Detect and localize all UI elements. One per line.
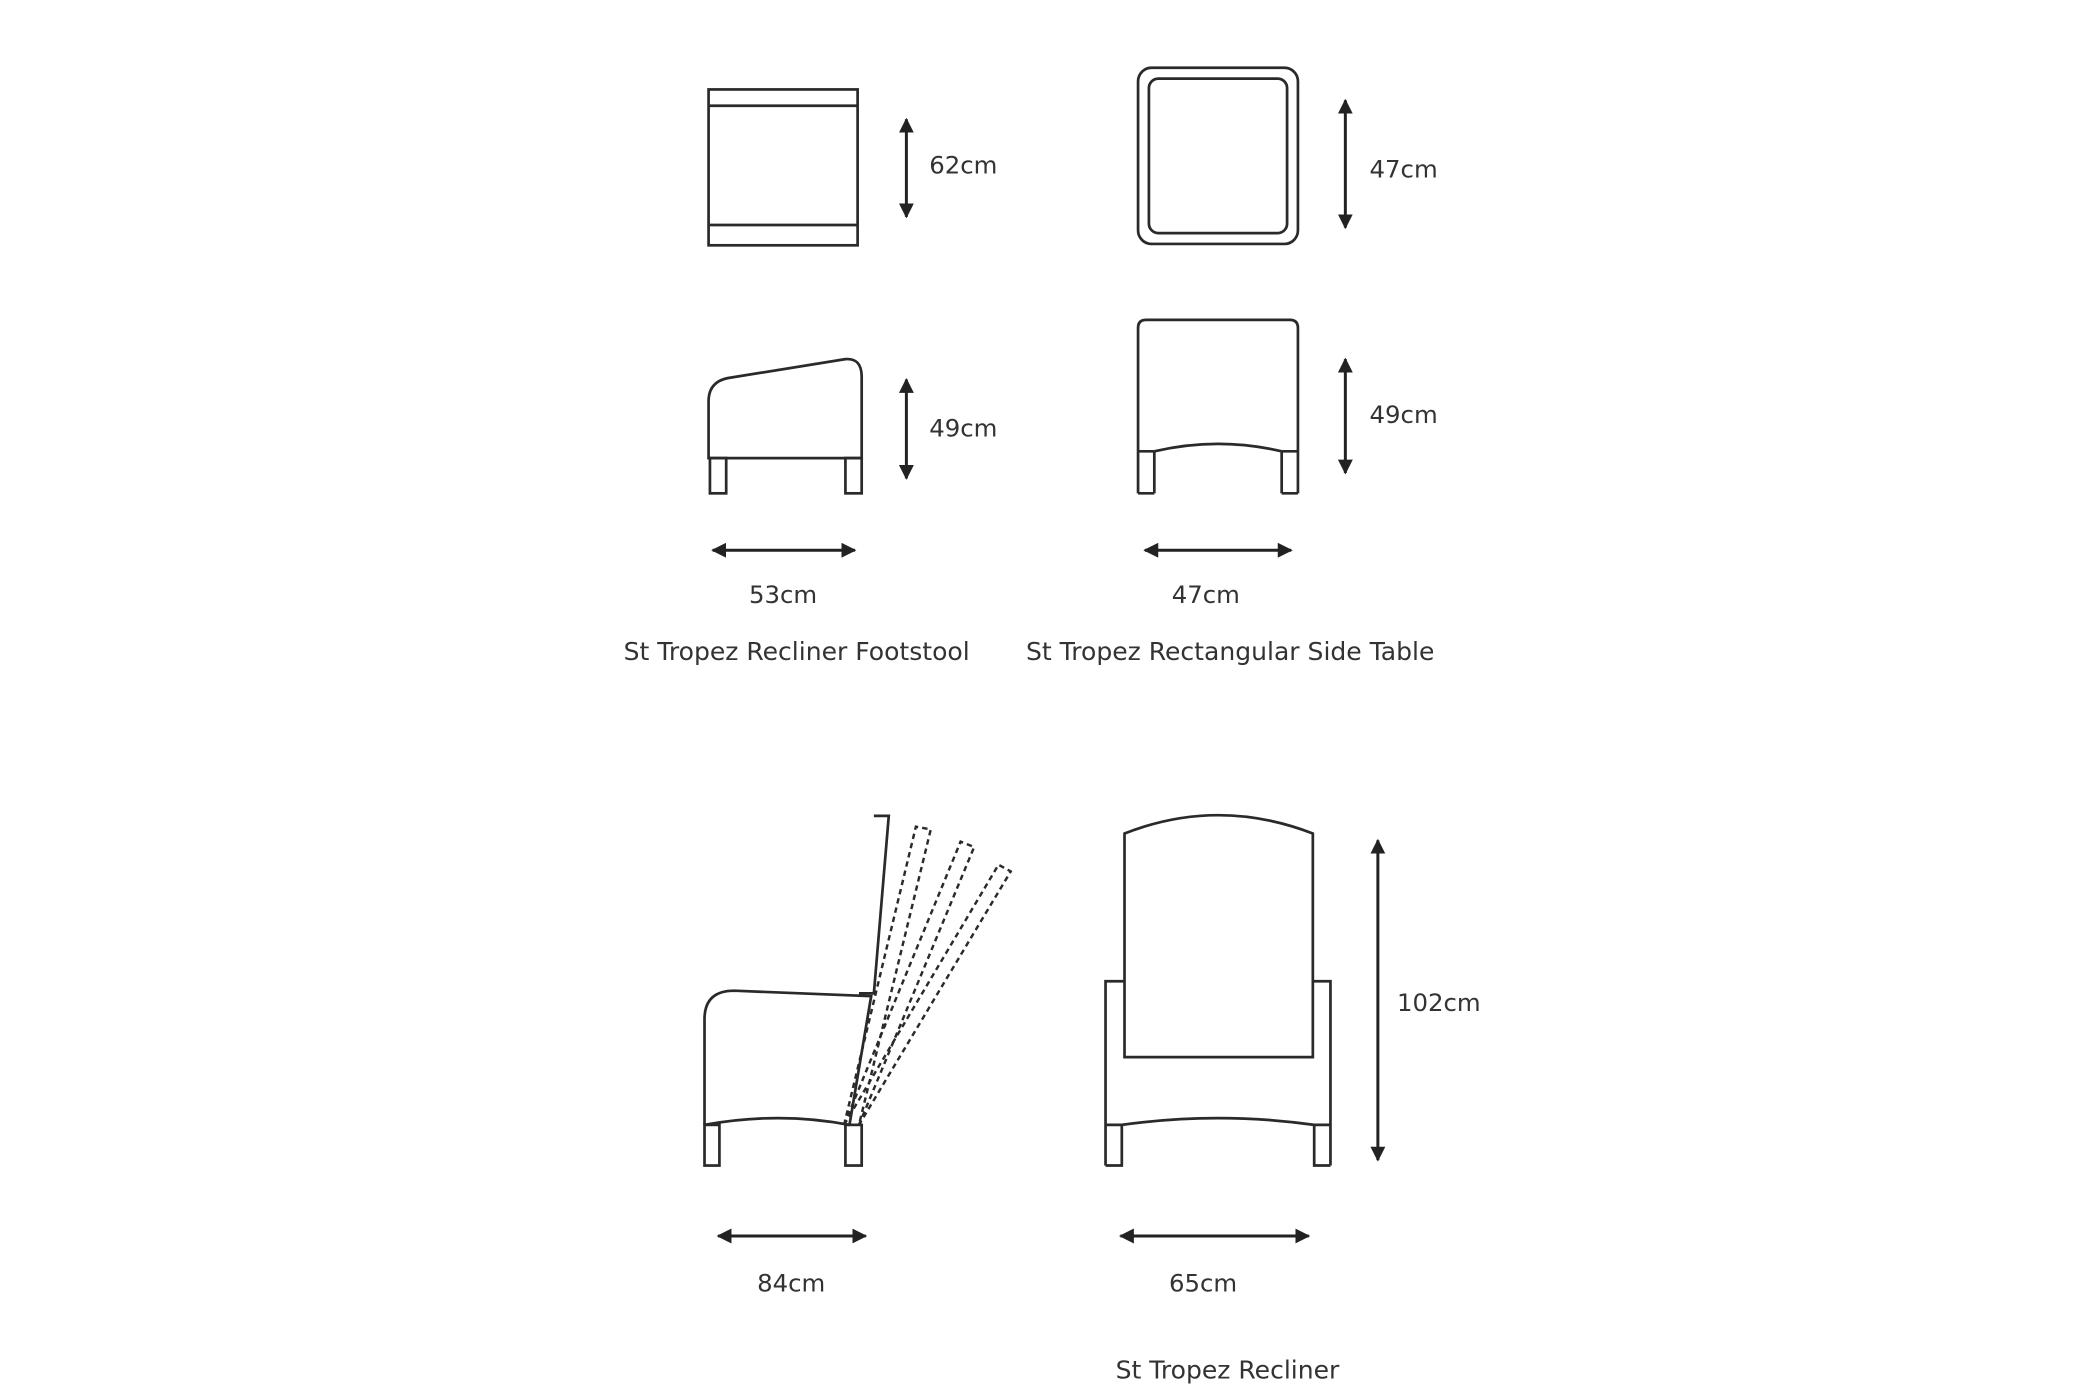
recliner-side-view <box>703 814 1013 1167</box>
recliner-height-label: 102cm <box>1397 988 1481 1017</box>
recliner-width-label: 65cm <box>1169 1269 1237 1298</box>
side-table-front-view <box>1136 318 1300 495</box>
side-table-depth-label: 47cm <box>1370 155 1438 184</box>
footstool-width-label: 53cm <box>749 580 817 609</box>
footstool-side-view <box>707 357 864 495</box>
reclined-backrest-positions <box>842 825 1013 1126</box>
side-table-width-label: 47cm <box>1172 580 1240 609</box>
side-table-caption: St Tropez Rectangular Side Table <box>1026 637 1434 666</box>
footstool-depth-label: 62cm <box>929 150 997 179</box>
recliner-front-view <box>1104 813 1332 1167</box>
side-table-height-label: 49cm <box>1370 400 1438 429</box>
footstool-caption: St Tropez Recliner Footstool <box>624 637 970 666</box>
side-table-top-view <box>1136 66 1300 246</box>
recliner-caption: St Tropez Recliner <box>1116 1355 1340 1384</box>
footstool-height-label: 49cm <box>929 413 997 442</box>
footstool-top-view <box>707 88 859 247</box>
recliner-depth-label: 84cm <box>757 1269 825 1298</box>
